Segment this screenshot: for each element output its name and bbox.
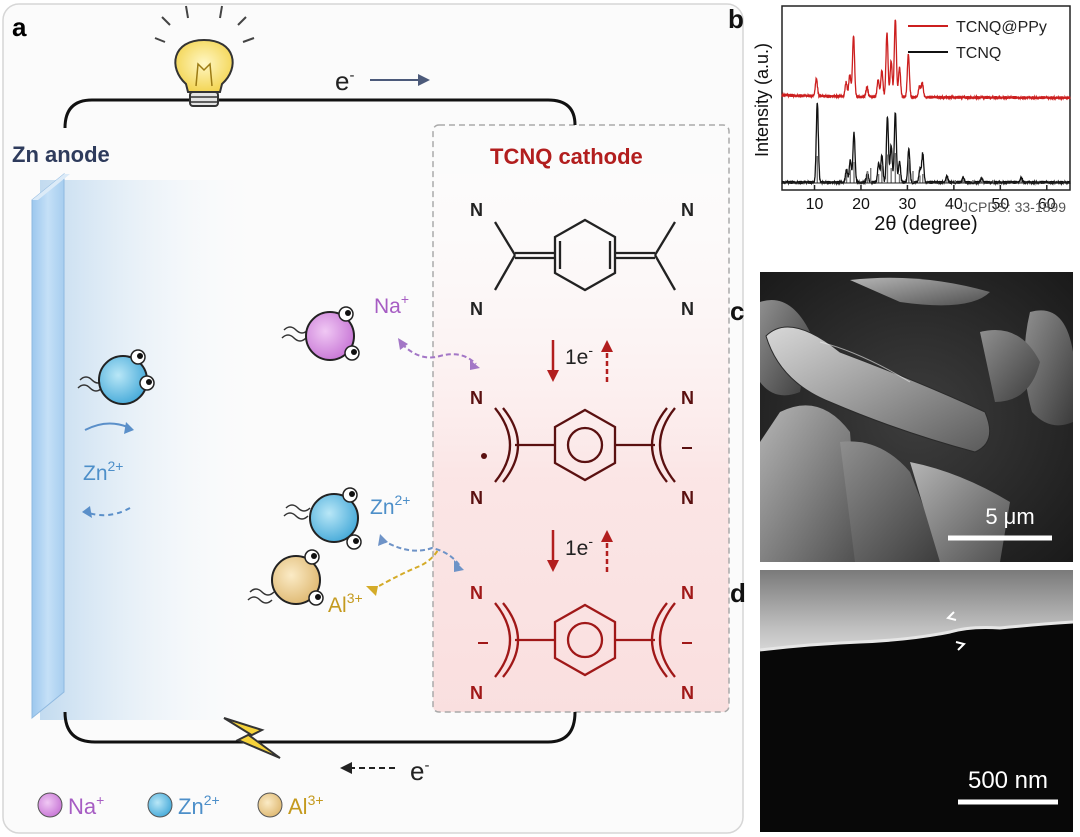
panel-letter-d: d <box>730 578 746 608</box>
atom-n: N <box>470 583 483 603</box>
zn-ion-icon-electrolyte <box>283 487 362 550</box>
zn-ion-icon-anode <box>77 349 155 405</box>
sem-particle <box>850 277 990 306</box>
legend-na-label: Na+ <box>68 792 104 819</box>
tem-image: 500 nm <box>760 570 1073 832</box>
xrd-x-tick-label: 60 <box>1038 196 1056 213</box>
xrd-x-tick-label: 40 <box>945 196 963 213</box>
xrd-x-axis-label: 2θ (degree) <box>874 213 977 235</box>
xrd-series-tcnq-ppy <box>781 19 1071 102</box>
circuit-top <box>63 98 577 129</box>
tcnq-neutral-molecule <box>494 218 676 292</box>
na-label: Na+ <box>374 291 409 318</box>
legend-tcnq-ppy: TCNQ@PPy <box>956 19 1047 36</box>
legend-zn-label: Zn2+ <box>178 792 220 819</box>
cathode-label: TCNQ cathode <box>490 144 643 169</box>
al-ion-icon <box>247 549 324 606</box>
legend-al-label: Al3+ <box>288 792 324 819</box>
zn-label-electrolyte: Zn2+ <box>370 492 410 519</box>
coating-arrow-top <box>946 611 957 621</box>
al-exchange-arrow <box>371 549 439 591</box>
al-label: Al3+ <box>328 590 363 617</box>
lightbulb-icon <box>154 5 255 107</box>
atom-n: N <box>681 388 694 408</box>
sem-particle <box>760 405 860 562</box>
xrd-x-tick-label: 30 <box>899 196 917 213</box>
atom-n: N <box>470 488 483 508</box>
sem-particle <box>980 330 1040 402</box>
reduction-step-1: 1e- <box>565 342 593 369</box>
atom-n: N <box>470 200 483 220</box>
atom-n: N <box>681 583 694 603</box>
panel-letter-c: c <box>730 296 745 326</box>
electron-label-bottom: e- <box>410 756 429 786</box>
xrd-x-tick-label: 20 <box>852 196 870 213</box>
sem-particle-main <box>765 326 991 453</box>
ppy-coating-layer <box>760 620 1073 652</box>
na-exchange-arrow <box>401 343 477 365</box>
legend-na-swatch <box>37 792 63 818</box>
zn-arrow-dashed <box>85 507 131 517</box>
coating-arrow-bottom <box>955 641 966 651</box>
sem-particle <box>840 441 945 562</box>
atom-n: N <box>681 200 694 220</box>
lightning-icon <box>223 717 281 759</box>
xrd-x-tick-label: 50 <box>991 196 1009 213</box>
anode-glow <box>40 180 270 720</box>
tem-scale-label: 500 nm <box>968 767 1048 794</box>
xrd-series-tcnq <box>781 102 1071 187</box>
circuit-bottom <box>63 711 577 744</box>
na-ion-icon <box>281 306 360 361</box>
sem-image: 5 μm <box>760 272 1073 562</box>
tcnq-radical-anion <box>494 407 676 483</box>
atom-n: N <box>470 683 483 703</box>
sem-particle <box>1024 310 1073 426</box>
xrd-y-axis-label: Intensity (a.u.) <box>752 43 772 157</box>
jcpds-label: JCPDS: 33-1899 <box>961 199 1066 215</box>
atom-n: N <box>470 388 483 408</box>
tcnq-dianion <box>494 602 676 678</box>
n-atom-labels: N N N N N N N N N N N N <box>470 200 694 703</box>
zn-label-anode: Zn2+ <box>83 458 123 485</box>
legend-zn-swatch <box>147 792 173 818</box>
atom-n: N <box>681 683 694 703</box>
legend-tcnq: TCNQ <box>956 45 1001 62</box>
cathode-box <box>432 124 730 713</box>
battery-schematic: a Zn anode TCNQ cathode e- e- Zn2+ Na+ Z… <box>2 3 744 834</box>
tem-particle <box>760 570 1073 650</box>
anode-label: Zn anode <box>12 142 110 167</box>
radical-dot <box>481 453 487 459</box>
xrd-x-tick-label: 10 <box>806 196 824 213</box>
panel-letter-a: a <box>12 12 27 42</box>
atom-n: N <box>681 488 694 508</box>
reduction-step-2: 1e- <box>565 533 593 560</box>
xrd-chart: 10 20 30 40 50 60 2θ (degree) Intensity (a.u.… <box>752 5 1071 235</box>
zn-exchange-arrow <box>381 539 461 567</box>
electron-label-top: e- <box>335 66 354 96</box>
atom-n: N <box>681 299 694 319</box>
zn-anode-slab <box>31 172 70 720</box>
atom-n: N <box>470 299 483 319</box>
xrd-x-ticks: 10 20 30 40 50 60 <box>806 185 1056 213</box>
panel-letter-b: b <box>728 4 744 34</box>
legend-al-swatch <box>257 792 283 818</box>
sem-scale-label: 5 μm <box>985 504 1034 529</box>
